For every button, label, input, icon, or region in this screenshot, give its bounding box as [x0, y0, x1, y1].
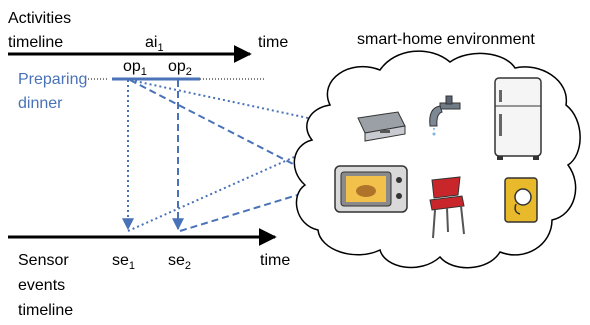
- op1-label: op1: [123, 58, 147, 78]
- chair-icon: [429, 176, 465, 239]
- light-switch-icon: [504, 177, 538, 223]
- se2-label: se2: [168, 252, 191, 272]
- se1-to-drawer-link: [127, 129, 356, 232]
- fridge-icon: [494, 77, 542, 160]
- se2-to-oven-link: [179, 184, 331, 232]
- op2-label: op2: [168, 58, 192, 78]
- drawer-icon: [357, 111, 406, 142]
- sensor-label-line2: events: [18, 277, 65, 294]
- toaster-oven-icon: [334, 165, 408, 213]
- activities-label-line1: Activities: [8, 10, 71, 27]
- activities-time-label: time: [258, 34, 288, 51]
- sensor-label-line1: Sensor: [18, 252, 69, 269]
- sensor-time-label: time: [260, 252, 290, 269]
- se1-label: se1: [112, 252, 135, 272]
- activities-label-line2: timeline: [8, 34, 63, 51]
- activity-name-line1: Preparing: [18, 71, 87, 88]
- activity-label: ai1: [145, 34, 164, 54]
- sensor-label-line3: timeline: [18, 302, 73, 319]
- faucet-icon: [429, 95, 461, 136]
- activity-name-line2: dinner: [18, 95, 63, 112]
- environment-title: smart-home environment: [357, 31, 535, 48]
